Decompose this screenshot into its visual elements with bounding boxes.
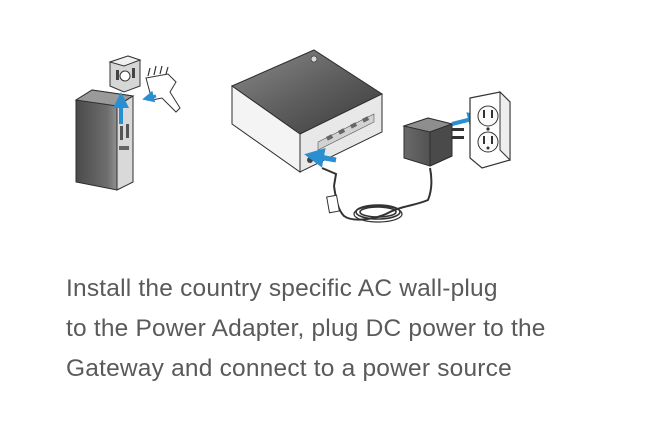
instruction-line-3: Gateway and connect to a power source	[66, 355, 512, 382]
wall-outlet	[469, 90, 511, 169]
instruction-text: Install the country specific AC wall-plu…	[66, 269, 626, 389]
installation-illustration	[74, 49, 511, 223]
hand-press-icon	[142, 65, 181, 113]
dc-plug-arrow-icon	[304, 147, 337, 168]
instruction-line-2: to the Power Adapter, plug DC power to t…	[66, 315, 546, 342]
wall-plug-insert	[108, 55, 142, 93]
instruction-line-1: Install the country specific AC wall-plu…	[66, 275, 498, 302]
adapter-plug-insertion-illustration	[74, 55, 181, 191]
ac-power-adapter	[402, 117, 464, 167]
gateway-device	[230, 49, 384, 173]
power-adapter-block	[74, 89, 135, 191]
gateway-power-connection-illustration	[230, 49, 511, 223]
dc-cable	[321, 167, 433, 223]
